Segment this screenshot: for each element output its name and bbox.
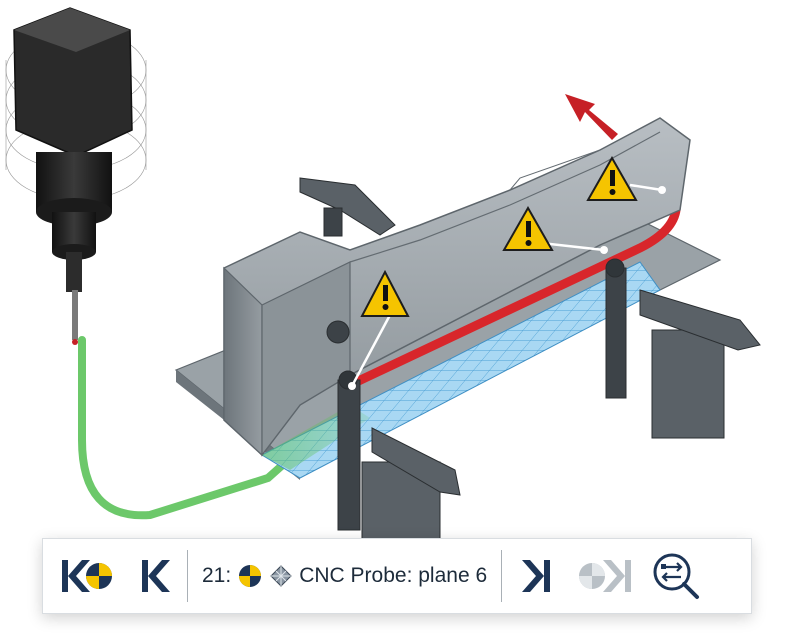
next-icon <box>522 560 551 592</box>
toolbar-separator <box>187 550 188 602</box>
tool-path-green <box>78 336 354 520</box>
previous-operation-button[interactable] <box>137 548 173 604</box>
jump-to-end-icon <box>579 560 632 592</box>
surface-mesh-icon <box>270 565 292 587</box>
previous-icon <box>142 560 170 592</box>
warning-icon[interactable] <box>502 205 608 254</box>
warning-icon[interactable] <box>348 269 410 390</box>
clamp-front-left <box>337 370 461 541</box>
jump-to-end-button[interactable] <box>574 548 636 604</box>
clamp-back-right <box>605 258 761 439</box>
search-compare-icon <box>653 553 700 599</box>
operation-number: 21: <box>202 564 232 587</box>
analyze-compare-button[interactable] <box>648 548 704 604</box>
operation-label: 21: CNC Probe: plane 6 <box>202 563 487 589</box>
probe-target-icon <box>239 565 262 587</box>
operation-title: CNC Probe: plane 6 <box>299 564 488 587</box>
operation-toolbar: 21: CNC Probe: plane 6 <box>42 538 752 614</box>
toolbar-separator <box>501 550 503 602</box>
jump-to-start-icon <box>62 560 112 592</box>
next-operation-button[interactable] <box>516 548 556 604</box>
jump-to-start-button[interactable] <box>57 548 117 604</box>
clamp-back-left <box>299 177 396 237</box>
cnc-spindle-head <box>5 7 147 345</box>
direction-arrow <box>565 94 618 140</box>
probe-mesh-surface <box>260 261 661 479</box>
warning-icon[interactable] <box>586 155 666 201</box>
